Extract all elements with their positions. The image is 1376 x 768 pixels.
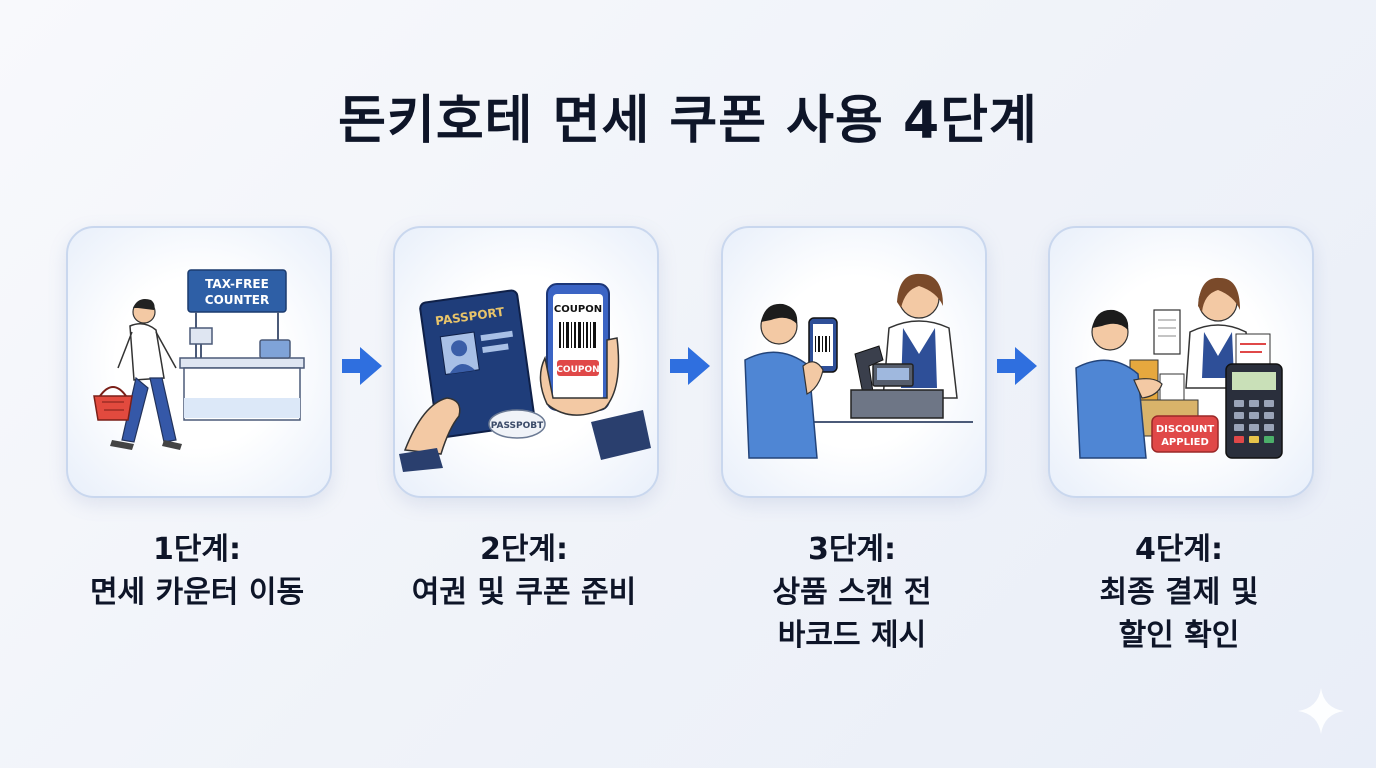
step-3-description-line-2: 바코드 제시 (777, 618, 927, 653)
step-2-label: 2단계: 여권 및 쿠폰 준비 (374, 528, 674, 614)
phone-coupon-header: COUPON (554, 304, 602, 315)
step-4-description-line-2: 할인 확인 (1118, 618, 1240, 653)
step-4-number: 4단계: (1134, 532, 1224, 567)
sign-line-1: TAX-FREE (205, 277, 269, 291)
step-3-card (721, 226, 987, 498)
step-4-description-line-1: 최종 결제 및 (1099, 575, 1259, 610)
step-1-number: 1단계: (152, 532, 242, 567)
step-1-card: TAX-FREE COUNTER (66, 226, 332, 498)
step-2-description: 여권 및 쿠폰 준비 (411, 575, 637, 610)
step-1-description: 면세 카운터 이동 (89, 575, 305, 610)
discount-line-1: DISCOUNT (1156, 424, 1215, 435)
walking-to-counter-illustration: TAX-FREE COUNTER (93, 269, 305, 450)
step-1-label: 1단계: 면세 카운터 이동 (47, 528, 347, 614)
step-3-number: 3단계: (807, 532, 897, 567)
step-3-label: 3단계: 상품 스캔 전 바코드 제시 (702, 528, 1002, 657)
sparkle-icon (1298, 688, 1344, 734)
step-4-card: DISCOUNT APPLIED (1048, 226, 1314, 498)
arrow-right-icon (342, 347, 382, 385)
step-2-card: PASSPORT PASSPOBT COUPON COUPON (393, 226, 659, 498)
phone-coupon-button: COUPON (556, 365, 599, 375)
step-4-label: 4단계: 최종 결제 및 할인 확인 (1029, 528, 1329, 657)
passport-and-coupon-illustration: PASSPORT PASSPOBT COUPON COUPON (399, 283, 651, 472)
sign-line-2: COUNTER (205, 293, 269, 307)
arrow-right-icon (997, 347, 1037, 385)
barcode-scan-illustration (744, 273, 973, 459)
stamp-text: PASSPOBT (491, 421, 544, 431)
arrow-right-icon (670, 347, 710, 385)
step-3-description-line-1: 상품 스캔 전 (772, 575, 932, 610)
discount-line-2: APPLIED (1161, 437, 1209, 448)
page-title: 돈키호테 면세 쿠폰 사용 4단계 (338, 91, 1038, 151)
payment-discount-illustration: DISCOUNT APPLIED (1075, 277, 1283, 459)
step-2-number: 2단계: (479, 532, 569, 567)
